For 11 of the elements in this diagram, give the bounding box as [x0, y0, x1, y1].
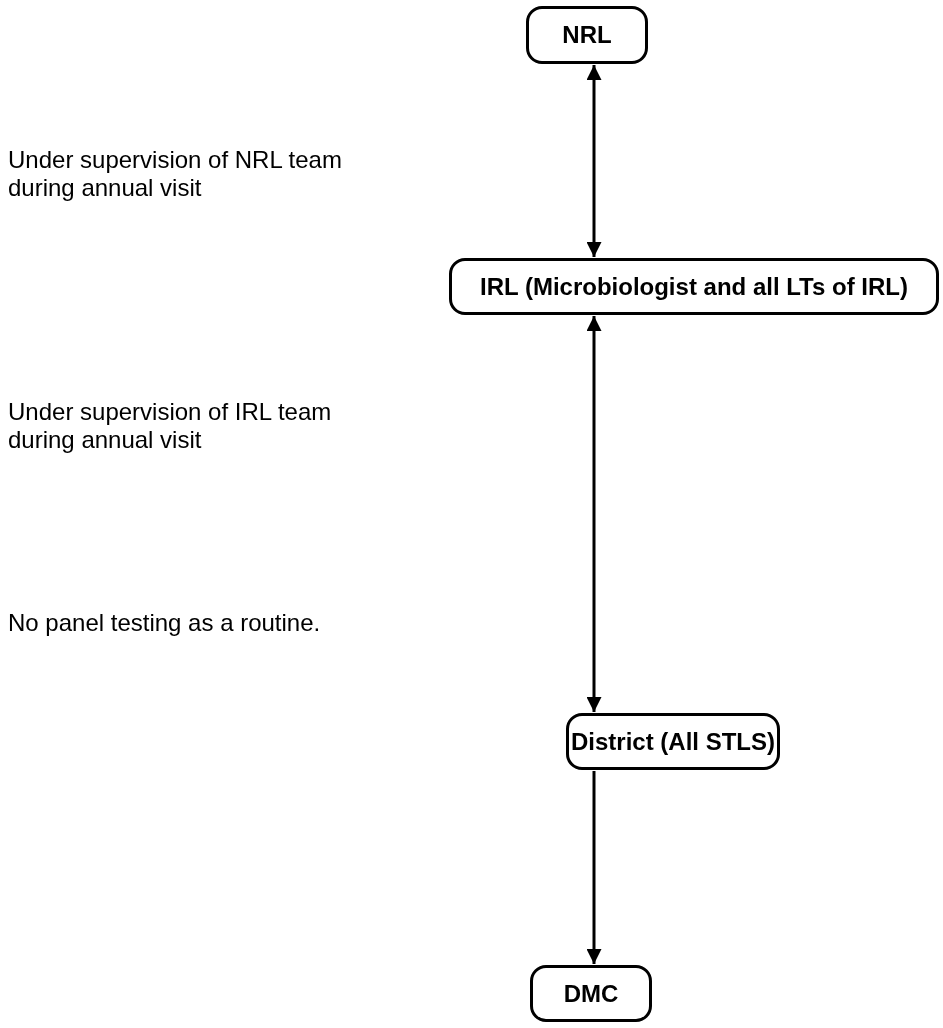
rounded-box — [449, 258, 939, 315]
node-label: District (All STLS) — [571, 726, 775, 757]
node-label: DMC — [563, 978, 619, 1009]
rounded-box — [526, 6, 648, 64]
node-label: NRL — [562, 20, 612, 50]
rounded-box — [530, 965, 652, 1022]
arrow — [586, 65, 602, 257]
rounded-box — [566, 713, 780, 770]
node-label: IRL (Microbiologist and all LTs of IRL) — [480, 271, 908, 302]
arrow — [586, 316, 602, 712]
arrow — [586, 771, 602, 964]
